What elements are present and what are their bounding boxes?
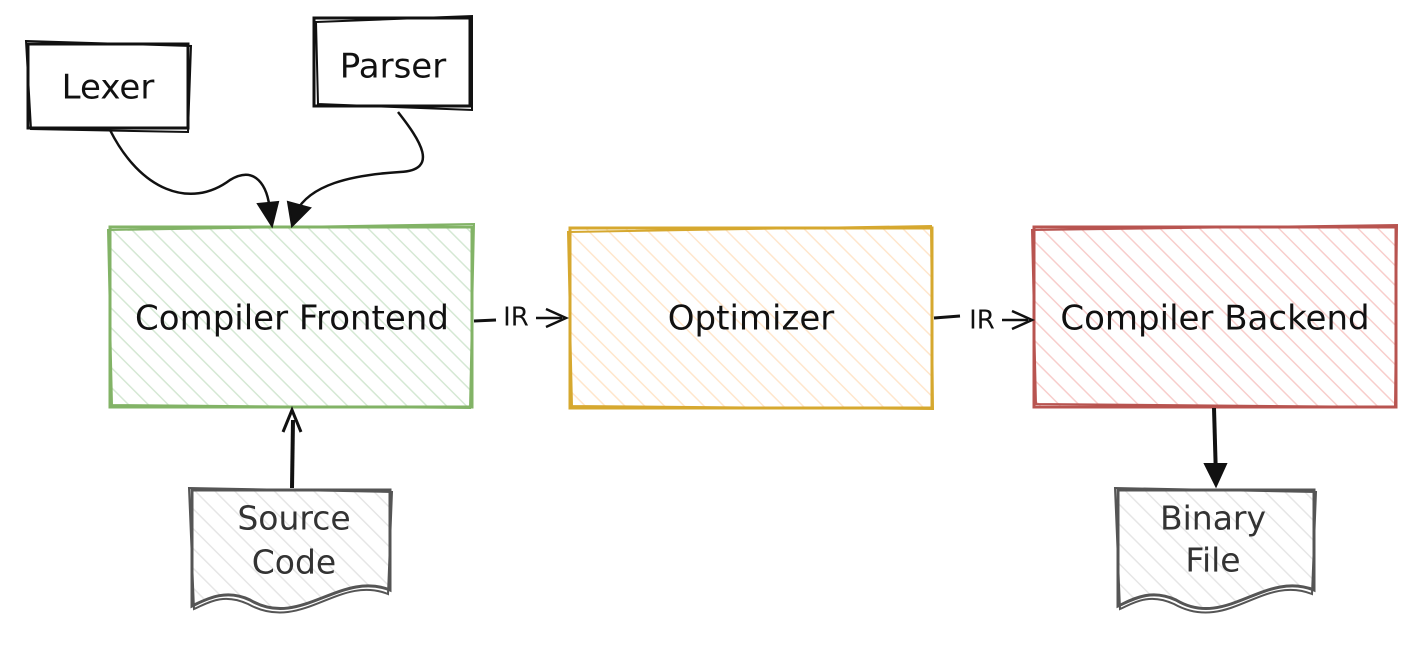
arrowhead-icon: [1203, 463, 1228, 489]
arrowhead-icon: [286, 200, 312, 229]
compiler-backend-label: Compiler Backend: [1060, 299, 1369, 339]
arrowhead-icon: [545, 307, 570, 329]
arrowhead-icon: [281, 406, 303, 433]
edge-label-ir-2: IR: [969, 306, 995, 336]
edge-backend-to-binary: [1203, 407, 1228, 489]
arrowhead-icon: [1011, 309, 1036, 331]
edge-label-ir-1: IR: [503, 303, 529, 333]
optimizer-node[interactable]: Optimizer: [566, 224, 935, 411]
lexer-label: Lexer: [62, 68, 155, 108]
parser-label: Parser: [340, 47, 446, 87]
binary-file-label-line-1: Binary: [1160, 499, 1266, 538]
edge-source-to-frontend: [281, 406, 303, 489]
edge-optimizer-to-backend: IR: [933, 306, 1036, 336]
arrowhead-icon: [256, 200, 280, 229]
parser-node[interactable]: Parser: [312, 14, 473, 112]
source-code-label-line-2: Code: [252, 543, 336, 582]
optimizer-label: Optimizer: [668, 299, 834, 339]
edge-lexer-to-frontend: [108, 129, 280, 229]
lexer-node[interactable]: Lexer: [24, 39, 193, 134]
compiler-backend-node[interactable]: Compiler Backend: [1030, 223, 1399, 409]
compiler-frontend-label: Compiler Frontend: [135, 299, 449, 339]
source-code-node[interactable]: Source Code: [187, 486, 394, 614]
edge-parser-to-frontend: [286, 111, 425, 229]
compiler-frontend-node[interactable]: Compiler Frontend: [106, 222, 476, 410]
source-code-label-line-1: Source: [237, 499, 350, 538]
binary-file-node[interactable]: Binary File: [1113, 486, 1318, 614]
binary-file-label-line-2: File: [1185, 541, 1240, 580]
edge-frontend-to-optimizer: IR: [473, 303, 570, 333]
